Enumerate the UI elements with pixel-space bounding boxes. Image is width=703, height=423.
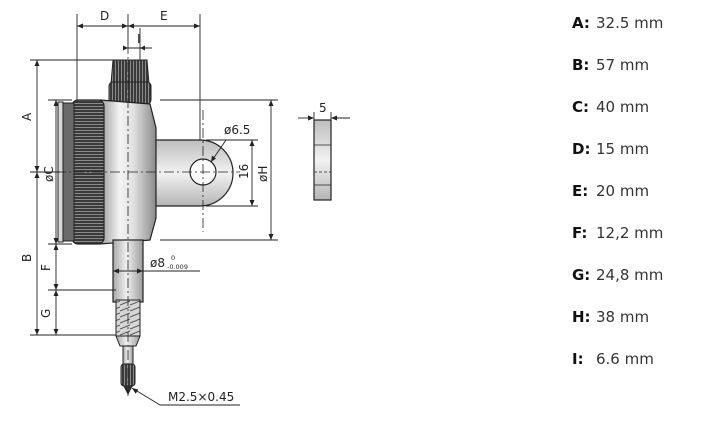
label-a: A xyxy=(20,112,34,121)
label-stem-diameter: ø8 xyxy=(150,256,165,270)
spec-row-h: H: 38 mm xyxy=(572,308,697,350)
spec-row-d: D: 15 mm xyxy=(572,140,697,182)
spec-key: B: xyxy=(572,56,590,74)
spec-key: I: xyxy=(572,350,584,368)
spec-key: C: xyxy=(572,98,590,116)
label-b: B xyxy=(20,254,34,262)
label-stem-tol-lower: -0.009 xyxy=(167,263,188,271)
center-lines xyxy=(38,44,240,398)
lug-side-view xyxy=(313,119,332,201)
spec-key: H: xyxy=(572,308,591,326)
dimension-arrows xyxy=(34,23,274,394)
label-hole-diameter: ø6.5 xyxy=(224,123,250,137)
spec-key: E: xyxy=(572,182,589,200)
spec-key: D: xyxy=(572,140,591,158)
label-i: I xyxy=(137,32,141,46)
spec-row-g: G: 24,8 mm xyxy=(572,266,697,308)
spec-key: G: xyxy=(572,266,591,284)
spec-value: 40 mm xyxy=(596,98,650,116)
label-thread: M2.5×0.45 xyxy=(168,390,234,404)
spec-value: 32.5 mm xyxy=(596,14,664,32)
label-stem-tol-upper: 0 xyxy=(171,254,175,262)
label-c: øC xyxy=(42,166,56,182)
dimension-lines xyxy=(30,14,278,406)
spec-row-e: E: 20 mm xyxy=(572,182,697,224)
spec-key: A: xyxy=(572,14,590,32)
lug-thickness-dimension xyxy=(298,112,350,122)
spec-value: 57 mm xyxy=(596,56,650,74)
spec-value: 6.6 mm xyxy=(596,350,654,368)
label-g: G xyxy=(39,309,53,318)
spec-key: F: xyxy=(572,224,588,242)
spec-row-f: F: 12,2 mm xyxy=(572,224,697,266)
spec-row-i: I: 6.6 mm xyxy=(572,350,697,392)
spec-list: A: 32.5 mm B: 57 mm C: 40 mm D: 15 mm E:… xyxy=(572,14,697,392)
label-f: F xyxy=(39,264,53,271)
back-lug xyxy=(149,139,234,207)
spec-value: 24,8 mm xyxy=(596,266,664,284)
label-d: D xyxy=(100,9,109,23)
stem-cap xyxy=(108,59,152,105)
spec-row-c: C: 40 mm xyxy=(572,98,697,140)
spec-value: 38 mm xyxy=(596,308,650,326)
spec-row-b: B: 57 mm xyxy=(572,56,697,98)
label-h: øH xyxy=(256,166,270,182)
spec-value: 20 mm xyxy=(596,182,650,200)
label-e: E xyxy=(160,9,168,23)
spec-row-a: A: 32.5 mm xyxy=(572,14,697,56)
label-lug-thickness: 5 xyxy=(319,101,327,115)
spec-value: 12,2 mm xyxy=(596,224,664,242)
spec-value: 15 mm xyxy=(596,140,650,158)
label-lug-height: 16 xyxy=(237,164,251,179)
